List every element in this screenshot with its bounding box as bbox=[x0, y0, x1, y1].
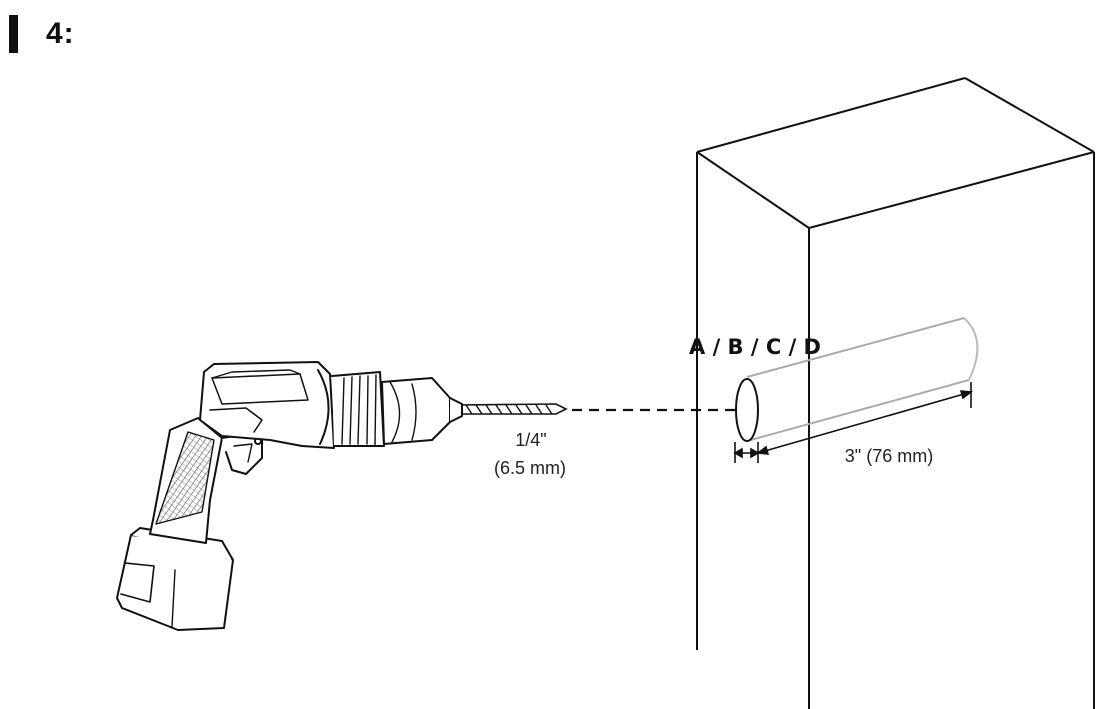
drill-bit bbox=[457, 403, 568, 415]
step-number: 4: bbox=[46, 17, 75, 50]
depth-dimension bbox=[733, 382, 974, 463]
drill-bit-size-metric-label: (6.5 mm) bbox=[494, 458, 566, 478]
drill-bit-size-label: 1/4" bbox=[515, 430, 546, 450]
hole-ids-label: A / B / C / D bbox=[689, 335, 821, 359]
step-marker-bar bbox=[9, 15, 18, 53]
cordless-drill bbox=[116, 361, 463, 631]
cabinet-outline bbox=[696, 77, 1095, 709]
hole-cylinder bbox=[735, 317, 979, 442]
step-header: 4: bbox=[9, 14, 75, 54]
hole-depth-label: 3" (76 mm) bbox=[845, 446, 933, 466]
